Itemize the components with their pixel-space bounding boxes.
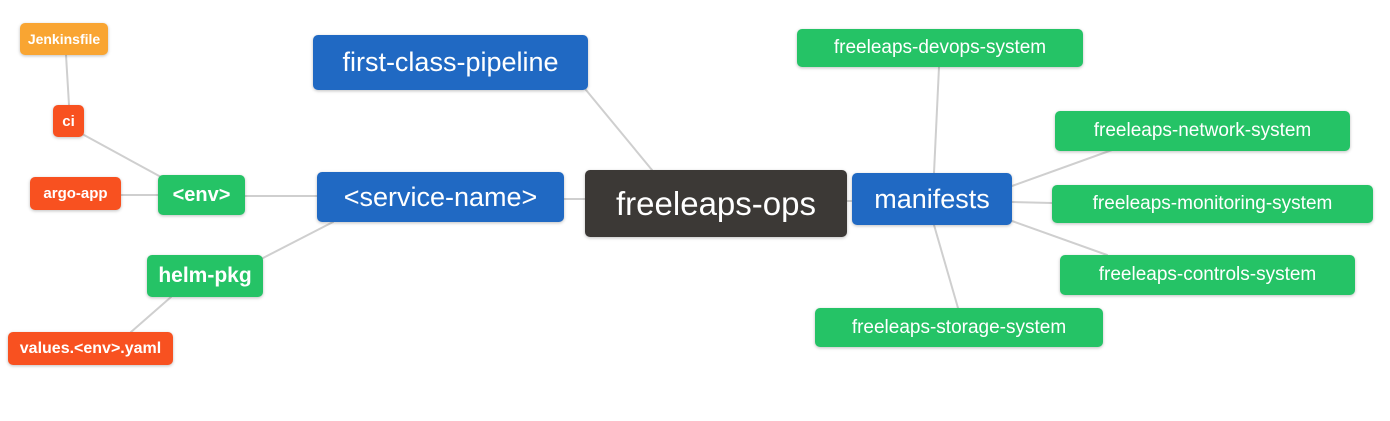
edge-manifests-devops xyxy=(933,66,940,174)
node-freeleaps-ops-root[interactable]: freeleaps-ops xyxy=(585,170,847,237)
edge-manifests-monitoring xyxy=(1011,201,1053,204)
node-env[interactable]: <env> xyxy=(158,175,245,215)
edge-ci-env xyxy=(83,134,162,178)
edge-jenkinsfile-ci xyxy=(65,54,70,106)
node-helm-pkg[interactable]: helm-pkg xyxy=(147,255,263,297)
edge-fcp-freeleaps-ops xyxy=(585,89,653,171)
node-freeleaps-network-system[interactable]: freeleaps-network-system xyxy=(1055,111,1350,151)
edge-helm-pkg-service-name xyxy=(262,221,334,259)
edge-manifests-storage xyxy=(933,224,959,309)
edge-manifests-controls xyxy=(1011,220,1108,256)
node-ci[interactable]: ci xyxy=(53,105,84,137)
node-argo-app[interactable]: argo-app xyxy=(30,177,121,210)
node-freeleaps-devops-system[interactable]: freeleaps-devops-system xyxy=(797,29,1083,67)
node-service-name[interactable]: <service-name> xyxy=(317,172,564,222)
node-freeleaps-controls-system[interactable]: freeleaps-controls-system xyxy=(1060,255,1355,295)
node-freeleaps-storage-system[interactable]: freeleaps-storage-system xyxy=(815,308,1103,347)
node-freeleaps-monitoring-system[interactable]: freeleaps-monitoring-system xyxy=(1052,185,1373,223)
node-jenkinsfile[interactable]: Jenkinsfile xyxy=(20,23,108,55)
edge-values-helm-pkg xyxy=(130,296,172,333)
node-first-class-pipeline[interactable]: first-class-pipeline xyxy=(313,35,588,90)
edge-manifests-network xyxy=(1011,149,1113,187)
node-values-env-yaml[interactable]: values.<env>.yaml xyxy=(8,332,173,365)
node-manifests[interactable]: manifests xyxy=(852,173,1012,225)
